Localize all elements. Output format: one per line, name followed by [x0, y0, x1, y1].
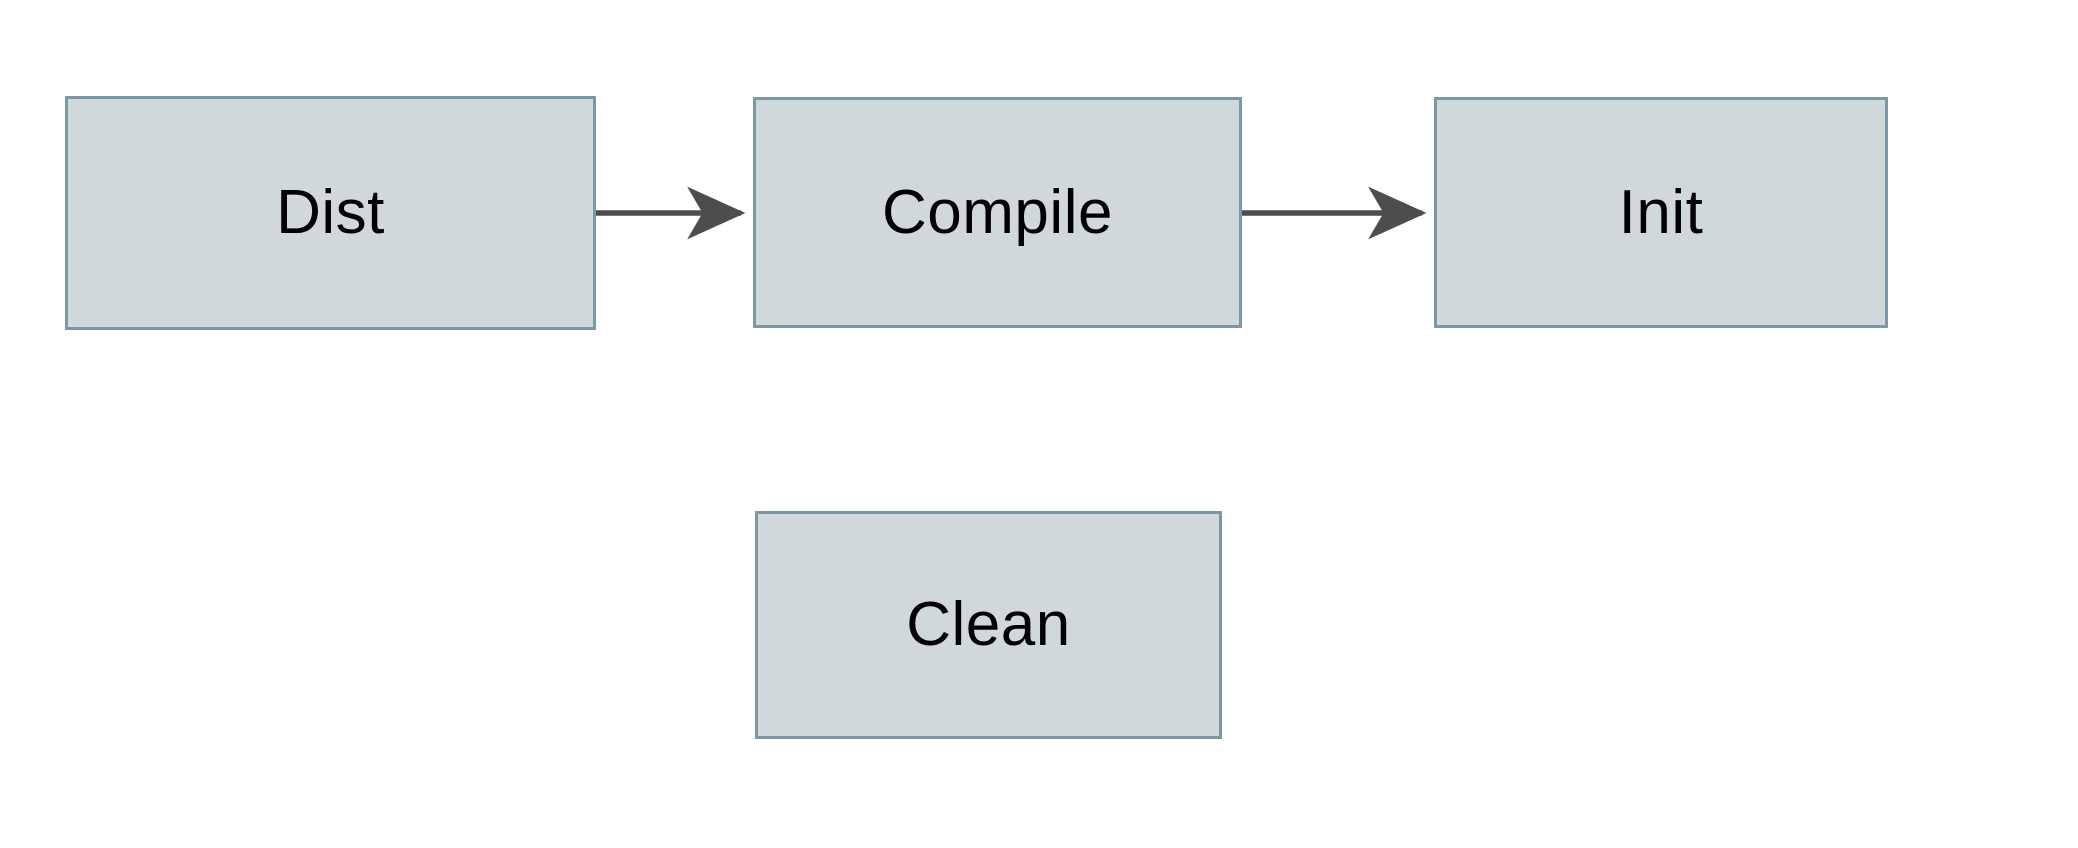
node-init-label: Init	[1618, 177, 1704, 247]
node-dist-label: Dist	[276, 178, 385, 247]
node-compile[interactable]: Compile	[753, 97, 1242, 328]
node-dist[interactable]: Dist	[65, 96, 596, 330]
node-init[interactable]: Init	[1434, 97, 1888, 328]
node-compile-label: Compile	[882, 177, 1113, 247]
node-clean-label: Clean	[906, 590, 1071, 659]
node-clean[interactable]: Clean	[755, 511, 1222, 739]
